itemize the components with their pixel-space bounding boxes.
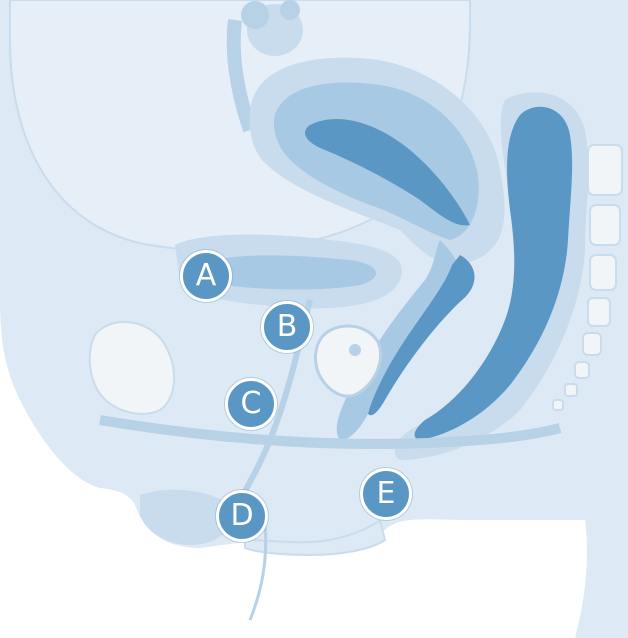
- marker-c: C: [225, 378, 277, 430]
- marker-b: B: [261, 301, 313, 353]
- marker-a: A: [180, 250, 232, 302]
- marker-d: D: [216, 490, 268, 542]
- marker-e: E: [360, 468, 412, 520]
